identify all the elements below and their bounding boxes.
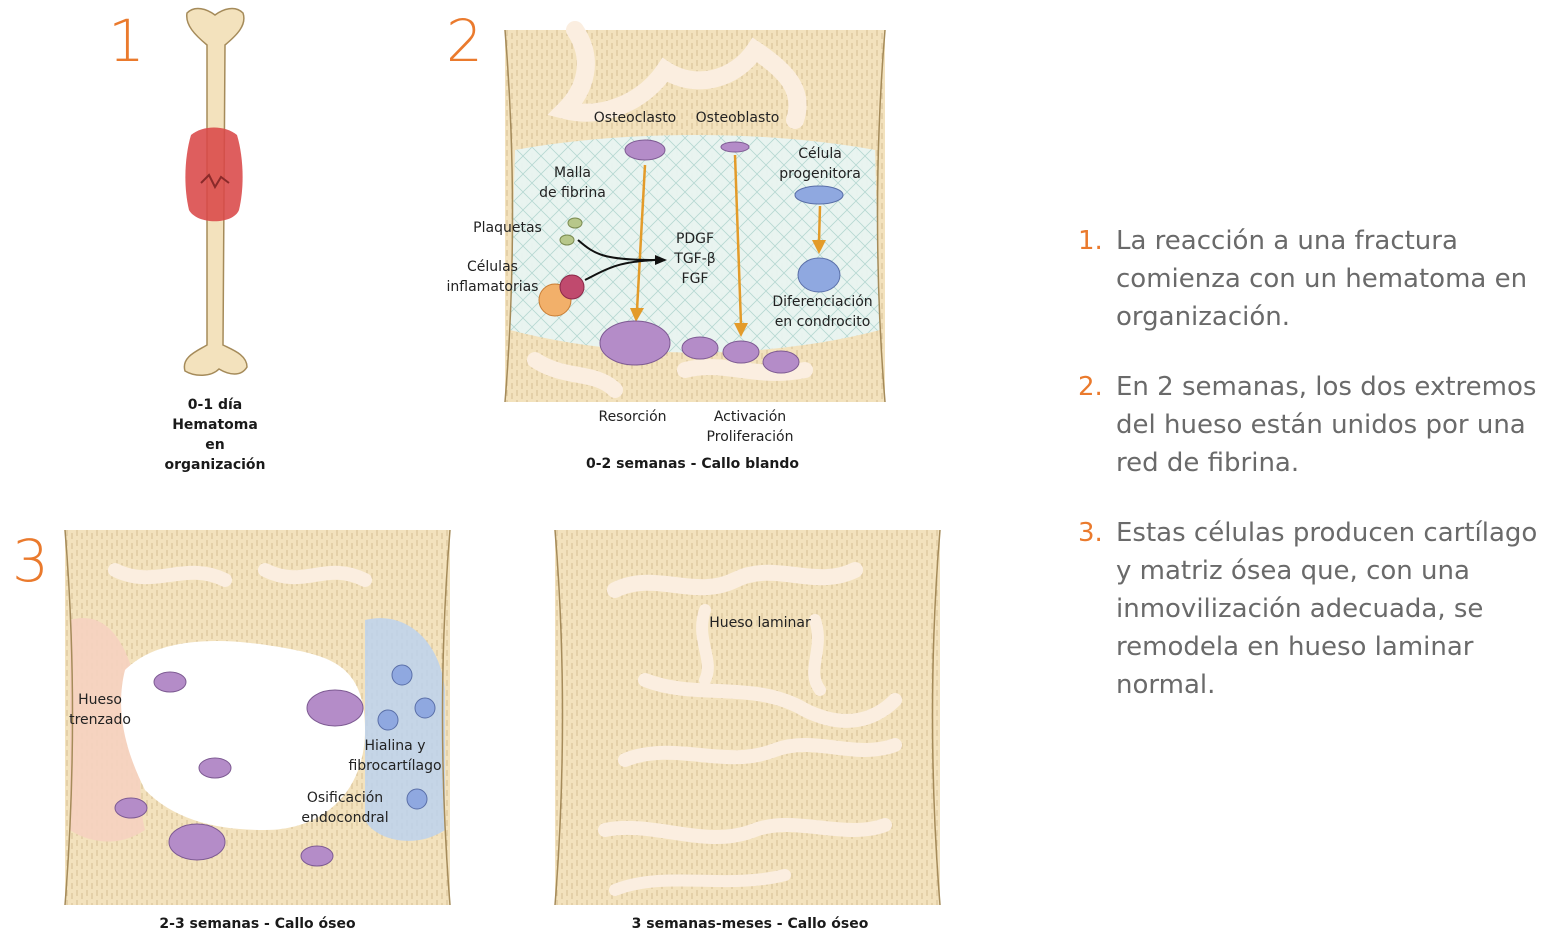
inflammatory-cell xyxy=(559,274,585,300)
step-number: 3. xyxy=(1078,518,1103,548)
label-line: FGF xyxy=(681,271,709,287)
label-cartilage: Hialina y fibrocartílago xyxy=(340,736,450,776)
label-inflammatory: Células inflamatorias xyxy=(440,257,545,297)
chondrocyte-cell xyxy=(406,788,428,810)
step-item: 1. La reacción a una fractura comienza c… xyxy=(1078,222,1548,336)
label-line: TGF-β xyxy=(674,251,716,267)
stage-1-caption: 0-1 día Hematoma en organización xyxy=(140,395,290,475)
label-progenitor: Célula progenitora xyxy=(770,144,870,184)
stage-3-caption: 2-3 semanas - Callo óseo xyxy=(159,916,356,932)
label-line: Osificación xyxy=(306,790,384,806)
step-item: 3. Estas células producen cartílago y ma… xyxy=(1078,514,1548,704)
platelet xyxy=(567,217,583,229)
label-line: endocondral xyxy=(301,810,389,826)
label-line: Hueso xyxy=(78,692,122,708)
label-line: fibrocartílago xyxy=(348,758,442,774)
step-item: 2. En 2 semanas, los dos extremos del hu… xyxy=(1078,368,1548,482)
label-line: Célula xyxy=(798,146,842,162)
step-number: 2. xyxy=(1078,372,1103,402)
label-activation: Activación Proliferación xyxy=(695,407,805,447)
label-line: progenitora xyxy=(779,166,861,182)
stage-4-caption: 3 semanas-meses - Callo óseo xyxy=(631,916,869,932)
label-line: Células xyxy=(467,259,518,275)
label-osteoclast: Osteoclasto xyxy=(593,110,677,126)
caption-line: 0-1 día xyxy=(187,397,243,413)
fractured-bone-illustration xyxy=(183,7,248,376)
stage-number-3: 3 xyxy=(12,527,49,595)
chondrocyte-cell xyxy=(414,697,436,719)
steps-list: 1. La reacción a una fractura comienza c… xyxy=(1078,222,1548,736)
osteoblast-cell xyxy=(300,845,334,867)
step-text: En 2 semanas, los dos extremos del hueso… xyxy=(1116,372,1537,478)
osteoclast-cell xyxy=(624,139,666,161)
step-number: 1. xyxy=(1078,226,1103,256)
large-osteoclast xyxy=(599,320,671,366)
label-osteoblast: Osteoblasto xyxy=(695,110,780,126)
caption-line: Hematoma xyxy=(172,417,258,433)
step-text: La reacción a una fractura comienza con … xyxy=(1116,226,1528,332)
label-line: Malla xyxy=(553,165,592,181)
label-platelets: Plaquetas xyxy=(473,220,542,236)
label-differentiation: Diferenciación en condrocito xyxy=(765,292,880,332)
lamellar-bone-illustration xyxy=(554,529,941,906)
label-line: Diferenciación xyxy=(772,294,873,310)
label-line: de fibrina xyxy=(539,185,606,201)
label-line: en condrocito xyxy=(774,314,871,330)
caption-line: organización xyxy=(164,457,266,473)
osteoclast-cell xyxy=(306,689,364,727)
caption-line: en xyxy=(205,437,225,453)
label-growth-factors: PDGF TGF-β FGF xyxy=(665,229,725,289)
label-resorption: Resorción xyxy=(598,409,667,425)
step-text: Estas células producen cartílago y matri… xyxy=(1116,518,1538,700)
osteoblast-cell xyxy=(114,797,148,819)
osteoblast-row xyxy=(681,336,719,360)
platelet xyxy=(559,234,575,246)
label-line: Activación xyxy=(713,409,787,425)
osteoblast-row xyxy=(722,340,760,364)
label-ossification: Osificación endocondral xyxy=(290,788,400,828)
fracture-line xyxy=(200,173,230,190)
stage-number-1: 1 xyxy=(108,7,145,75)
marrow-space xyxy=(547,21,807,129)
label-line: PDGF xyxy=(675,231,715,247)
osteoclast-cell xyxy=(168,823,226,861)
label-line: Hialina y xyxy=(364,738,426,754)
cartilage-region xyxy=(365,618,445,841)
chondrocyte-cell xyxy=(797,257,841,293)
osteoblast-cell xyxy=(720,141,750,153)
label-line: inflamatorias xyxy=(446,279,539,295)
soft-callus-illustration xyxy=(504,21,886,403)
stage-2-caption: 0-2 semanas - Callo blando xyxy=(585,456,800,472)
label-fibrin: Malla de fibrina xyxy=(530,163,615,203)
osteoblast-cell xyxy=(198,757,232,779)
stage-number-2: 2 xyxy=(446,7,483,75)
label-line: trenzado xyxy=(69,712,131,728)
progenitor-cell xyxy=(794,185,844,205)
label-lamellar-bone: Hueso laminar xyxy=(709,615,811,631)
label-line: Proliferación xyxy=(706,429,794,445)
chondrocyte-cell xyxy=(377,709,399,731)
osteoblast-row xyxy=(762,350,800,374)
hematoma xyxy=(185,127,243,222)
osteoblast-cell xyxy=(153,671,187,693)
chondrocyte-cell xyxy=(391,664,413,686)
bony-callus-illustration xyxy=(64,529,451,906)
label-woven-bone: Hueso trenzado xyxy=(60,690,140,730)
